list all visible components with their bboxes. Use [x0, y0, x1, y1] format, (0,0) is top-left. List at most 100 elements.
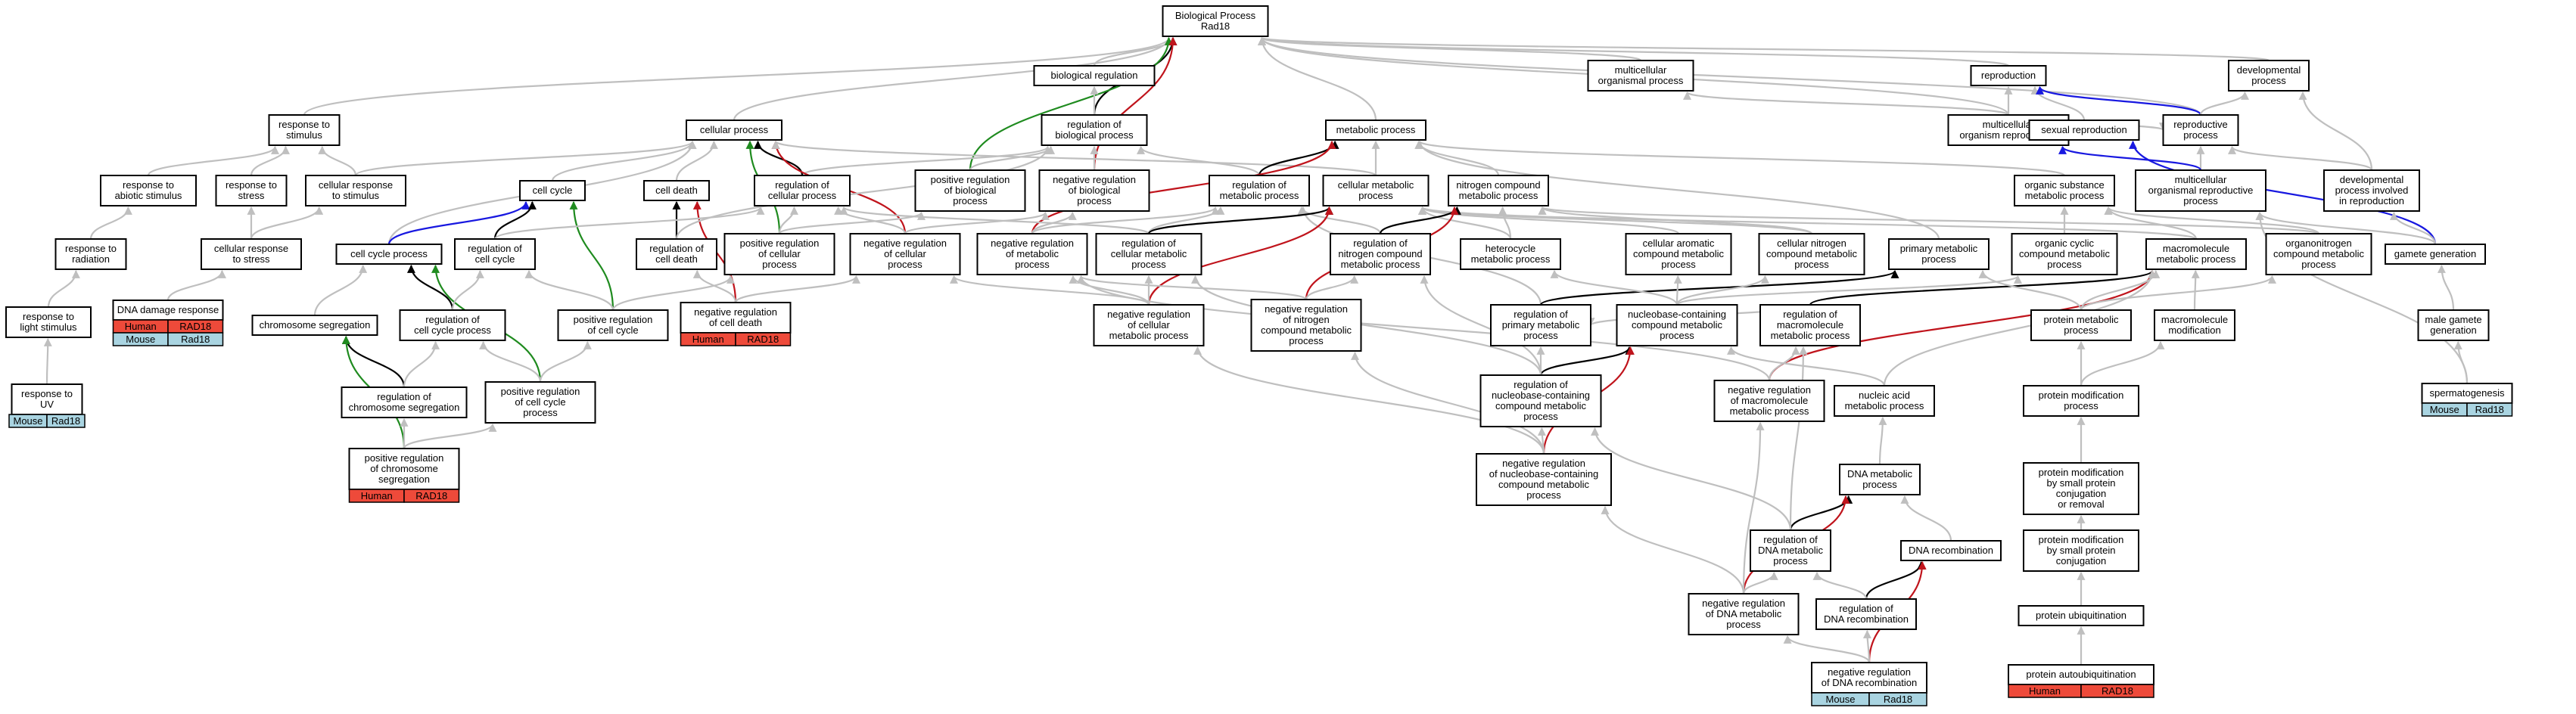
go-term-node-bioreg[interactable]: biological regulation: [1033, 65, 1156, 86]
go-term-node-dnadamage[interactable]: DNA damage response: [112, 300, 224, 321]
go-term-node-metab[interactable]: metabolic process: [1325, 120, 1426, 141]
edge-cellaromatic-to-cellmetab: [1418, 206, 1680, 235]
go-term-node-spermato[interactable]: spermatogenesis: [2421, 383, 2513, 404]
node-label-line: response to: [65, 243, 117, 254]
edge-cellnitro-to-nitrometab: [1538, 206, 1813, 235]
go-term-node-repro[interactable]: reproduction: [1970, 65, 2047, 86]
go-term-node-sexrepro[interactable]: sexual reproduction: [2028, 120, 2140, 141]
go-term-node-protautoubiq[interactable]: protein autoubiquitination: [2008, 664, 2154, 685]
go-term-node-cellcycle[interactable]: cell cycle: [519, 180, 586, 201]
go-term-node-protubiq[interactable]: protein ubiquitination: [2018, 605, 2145, 626]
edge-respstim-to-bp: [303, 36, 1173, 116]
edge-metab-to-bp: [1258, 36, 1377, 121]
node-label-line: multicellular: [2175, 174, 2227, 185]
go-term-node-cellcycleproc[interactable]: cell cycle process: [335, 244, 443, 265]
go-term-node-chromseg[interactable]: chromosome segregation: [251, 315, 378, 336]
go-term-node-dnarecomb[interactable]: DNA recombination: [1900, 540, 2002, 561]
edge-posregcellproc-to-posregbio: [778, 211, 926, 235]
edge-organicsub-to-metab: [1415, 140, 2066, 177]
node-label-line: response to: [123, 179, 174, 191]
node-label-line: positive regulation: [931, 174, 1010, 185]
node-label-line: sexual reproduction: [2041, 124, 2126, 135]
node-label-line: negative regulation: [863, 237, 947, 249]
node-label-line: cellular process: [768, 190, 837, 201]
node-box: [1033, 65, 1156, 86]
node-box: [849, 233, 961, 275]
node-label-line: macromolecule: [2163, 243, 2229, 254]
go-term-node-gamete[interactable]: gamete generation: [2385, 244, 2486, 265]
go-term-node-cellproc[interactable]: cellular process: [686, 120, 782, 141]
node-box: [557, 309, 669, 341]
species-label: Human: [2029, 685, 2061, 697]
go-term-node-regnucleobase[interactable]: regulation ofnucleobase-containingcompou…: [1479, 374, 1602, 427]
edge-chromseg-to-cellcycleproc: [313, 264, 368, 316]
node-box: [1250, 299, 1362, 352]
node-label-line: process: [2301, 259, 2336, 270]
go-term-node-celldeath[interactable]: cell death: [643, 180, 710, 201]
gene-label: RAD18: [415, 490, 447, 501]
